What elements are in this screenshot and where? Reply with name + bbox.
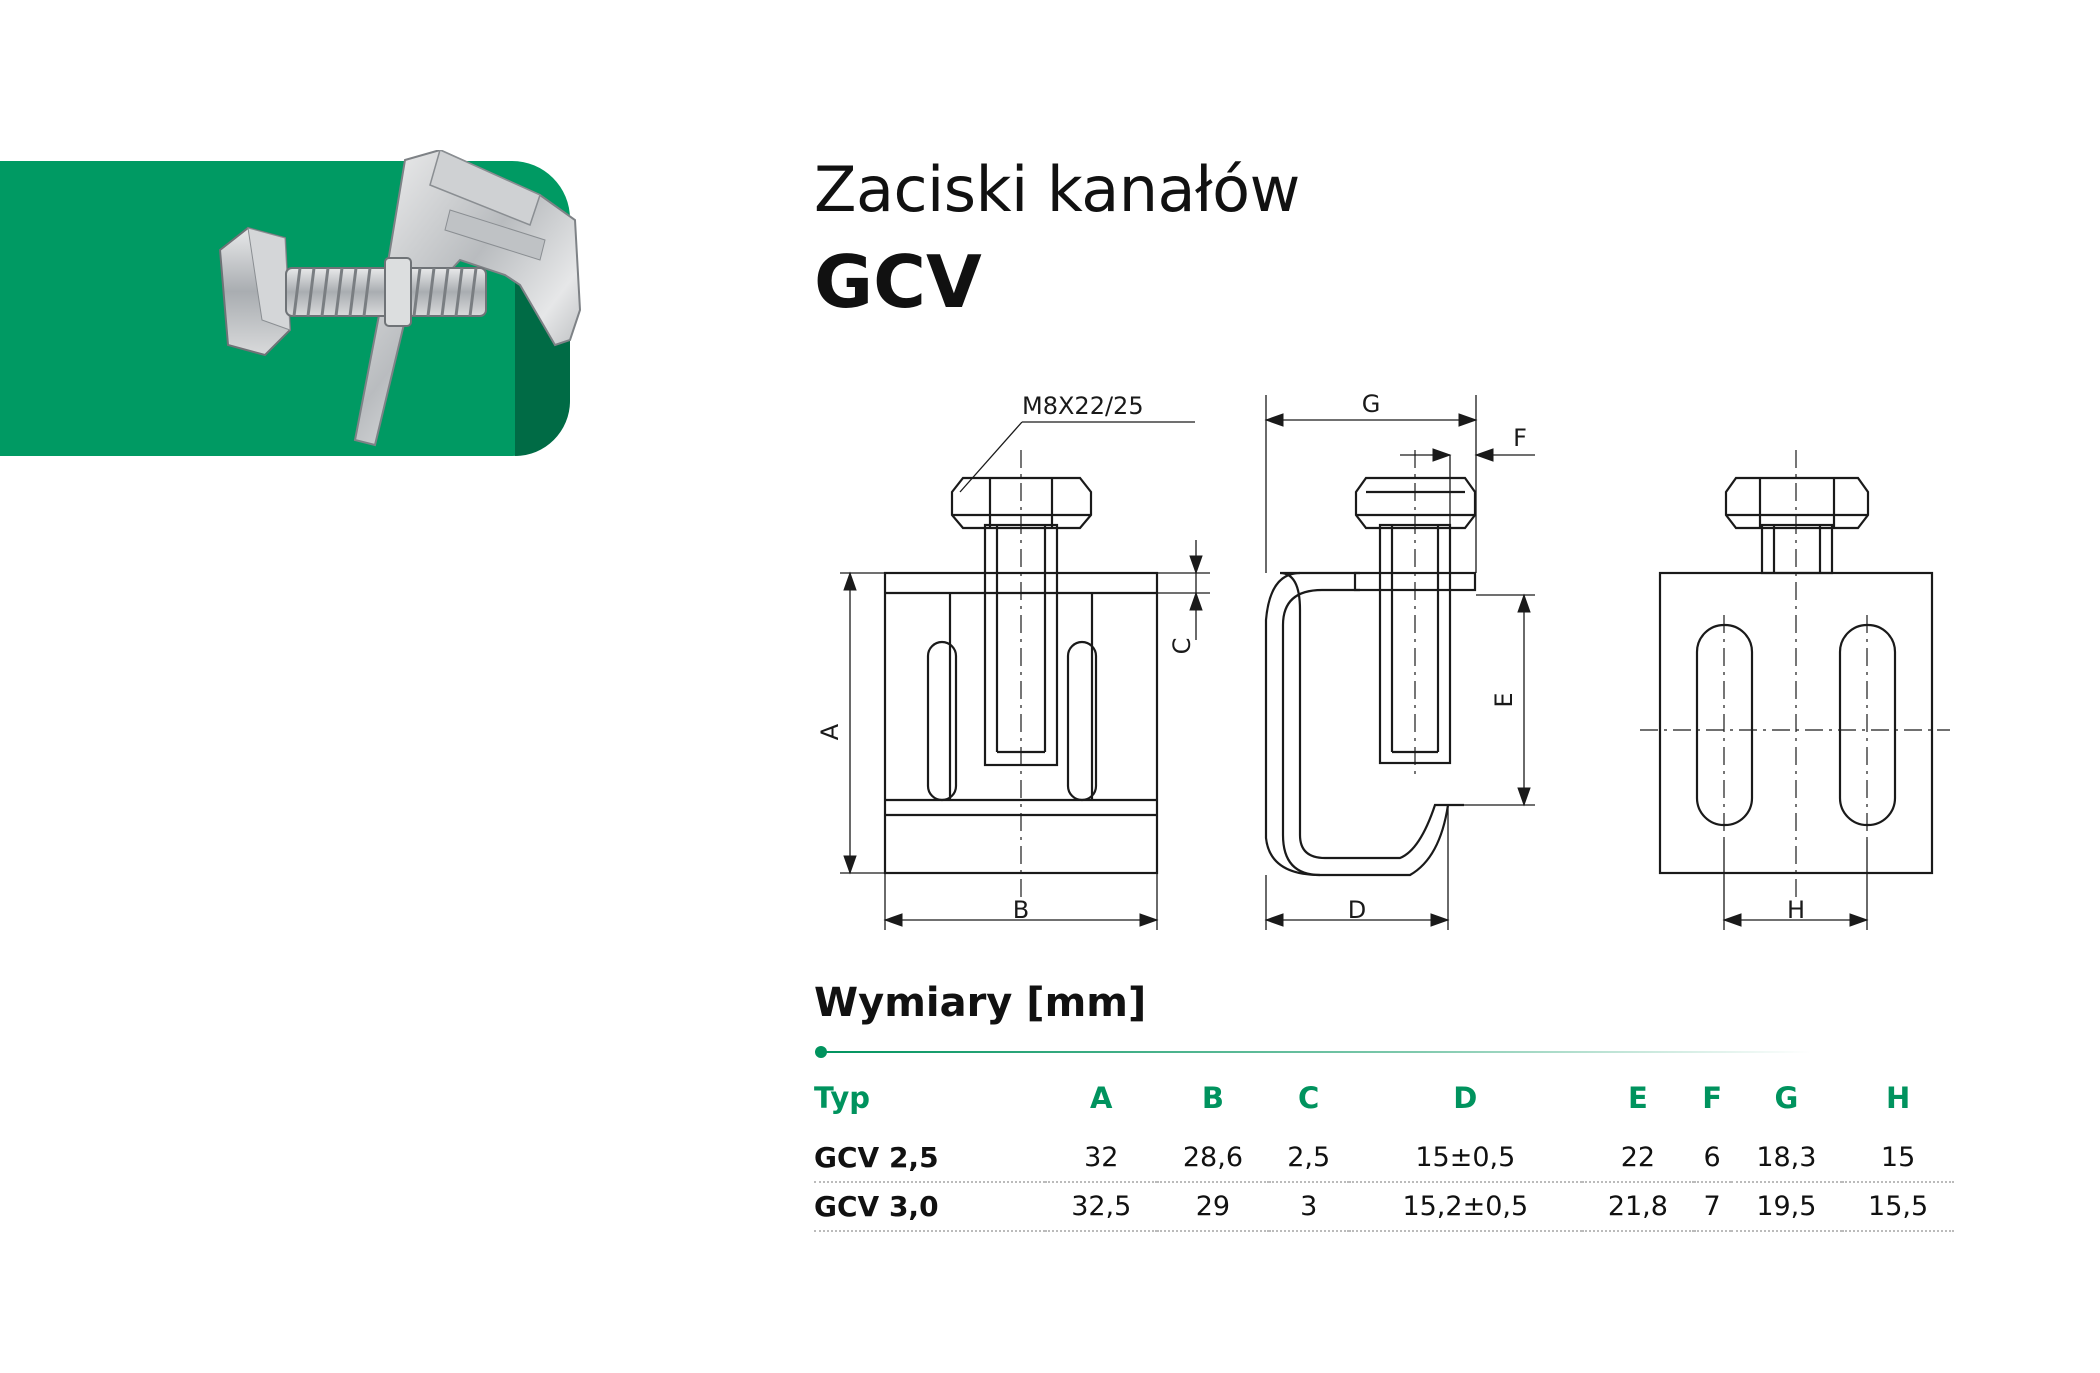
table-cell: 3 bbox=[1268, 1182, 1349, 1232]
label-a: A bbox=[816, 723, 844, 740]
label-e: E bbox=[1490, 692, 1518, 707]
label-f: F bbox=[1513, 424, 1527, 452]
model-name: GCV bbox=[814, 240, 982, 324]
table-cell: 2,5 bbox=[1268, 1126, 1349, 1183]
table-cell: 15,5 bbox=[1842, 1182, 1954, 1232]
table-cell: 28,6 bbox=[1157, 1126, 1269, 1183]
label-h: H bbox=[1787, 896, 1805, 924]
column-header-typ: Typ bbox=[814, 1081, 871, 1115]
label-c: C bbox=[1168, 638, 1196, 655]
clamp-photo-icon bbox=[190, 148, 750, 470]
table-cell: 15 bbox=[1842, 1126, 1954, 1183]
table-cell: 32 bbox=[1045, 1126, 1158, 1183]
heading-rule bbox=[814, 1044, 1814, 1058]
column-header-f: F bbox=[1702, 1081, 1723, 1115]
column-header-d: D bbox=[1453, 1081, 1478, 1115]
front-view bbox=[840, 421, 1210, 930]
row-type-cell: GCV 3,0 bbox=[814, 1182, 1046, 1232]
column-header-g: G bbox=[1774, 1081, 1799, 1115]
label-bolt: M8X22/25 bbox=[1022, 392, 1144, 420]
table-cell: 19,5 bbox=[1730, 1182, 1843, 1232]
table-cell: 22 bbox=[1582, 1126, 1694, 1183]
row-type-cell: GCV 2,5 bbox=[814, 1126, 1046, 1183]
label-b: B bbox=[1013, 896, 1029, 924]
table-cell: 15,2±0,5 bbox=[1348, 1182, 1583, 1232]
table-cell: 6 bbox=[1693, 1126, 1731, 1183]
column-header-h: H bbox=[1885, 1081, 1911, 1115]
label-d: D bbox=[1348, 896, 1366, 924]
table-cell: 15±0,5 bbox=[1348, 1126, 1583, 1183]
table-cell: 29 bbox=[1157, 1182, 1269, 1232]
table-cell: 18,3 bbox=[1730, 1126, 1843, 1183]
side-view bbox=[1264, 395, 1535, 930]
dimensions-heading: Wymiary [mm] bbox=[814, 980, 1147, 1026]
column-header-c: C bbox=[1298, 1081, 1320, 1115]
column-header-e: E bbox=[1627, 1081, 1648, 1115]
table-cell: 32,5 bbox=[1045, 1182, 1158, 1232]
table-cell: 7 bbox=[1693, 1182, 1731, 1232]
back-view bbox=[1640, 450, 1950, 930]
page-title: Zaciski kanałów bbox=[814, 153, 1300, 226]
table-cell: 21,8 bbox=[1582, 1182, 1694, 1232]
label-g: G bbox=[1362, 390, 1381, 418]
column-header-a: A bbox=[1090, 1081, 1113, 1115]
column-header-b: B bbox=[1201, 1081, 1224, 1115]
technical-drawings: M8X22/25 A B C D E F G H bbox=[800, 380, 1980, 960]
table-header-row: Typ A B C D E F G H bbox=[814, 1070, 1954, 1126]
